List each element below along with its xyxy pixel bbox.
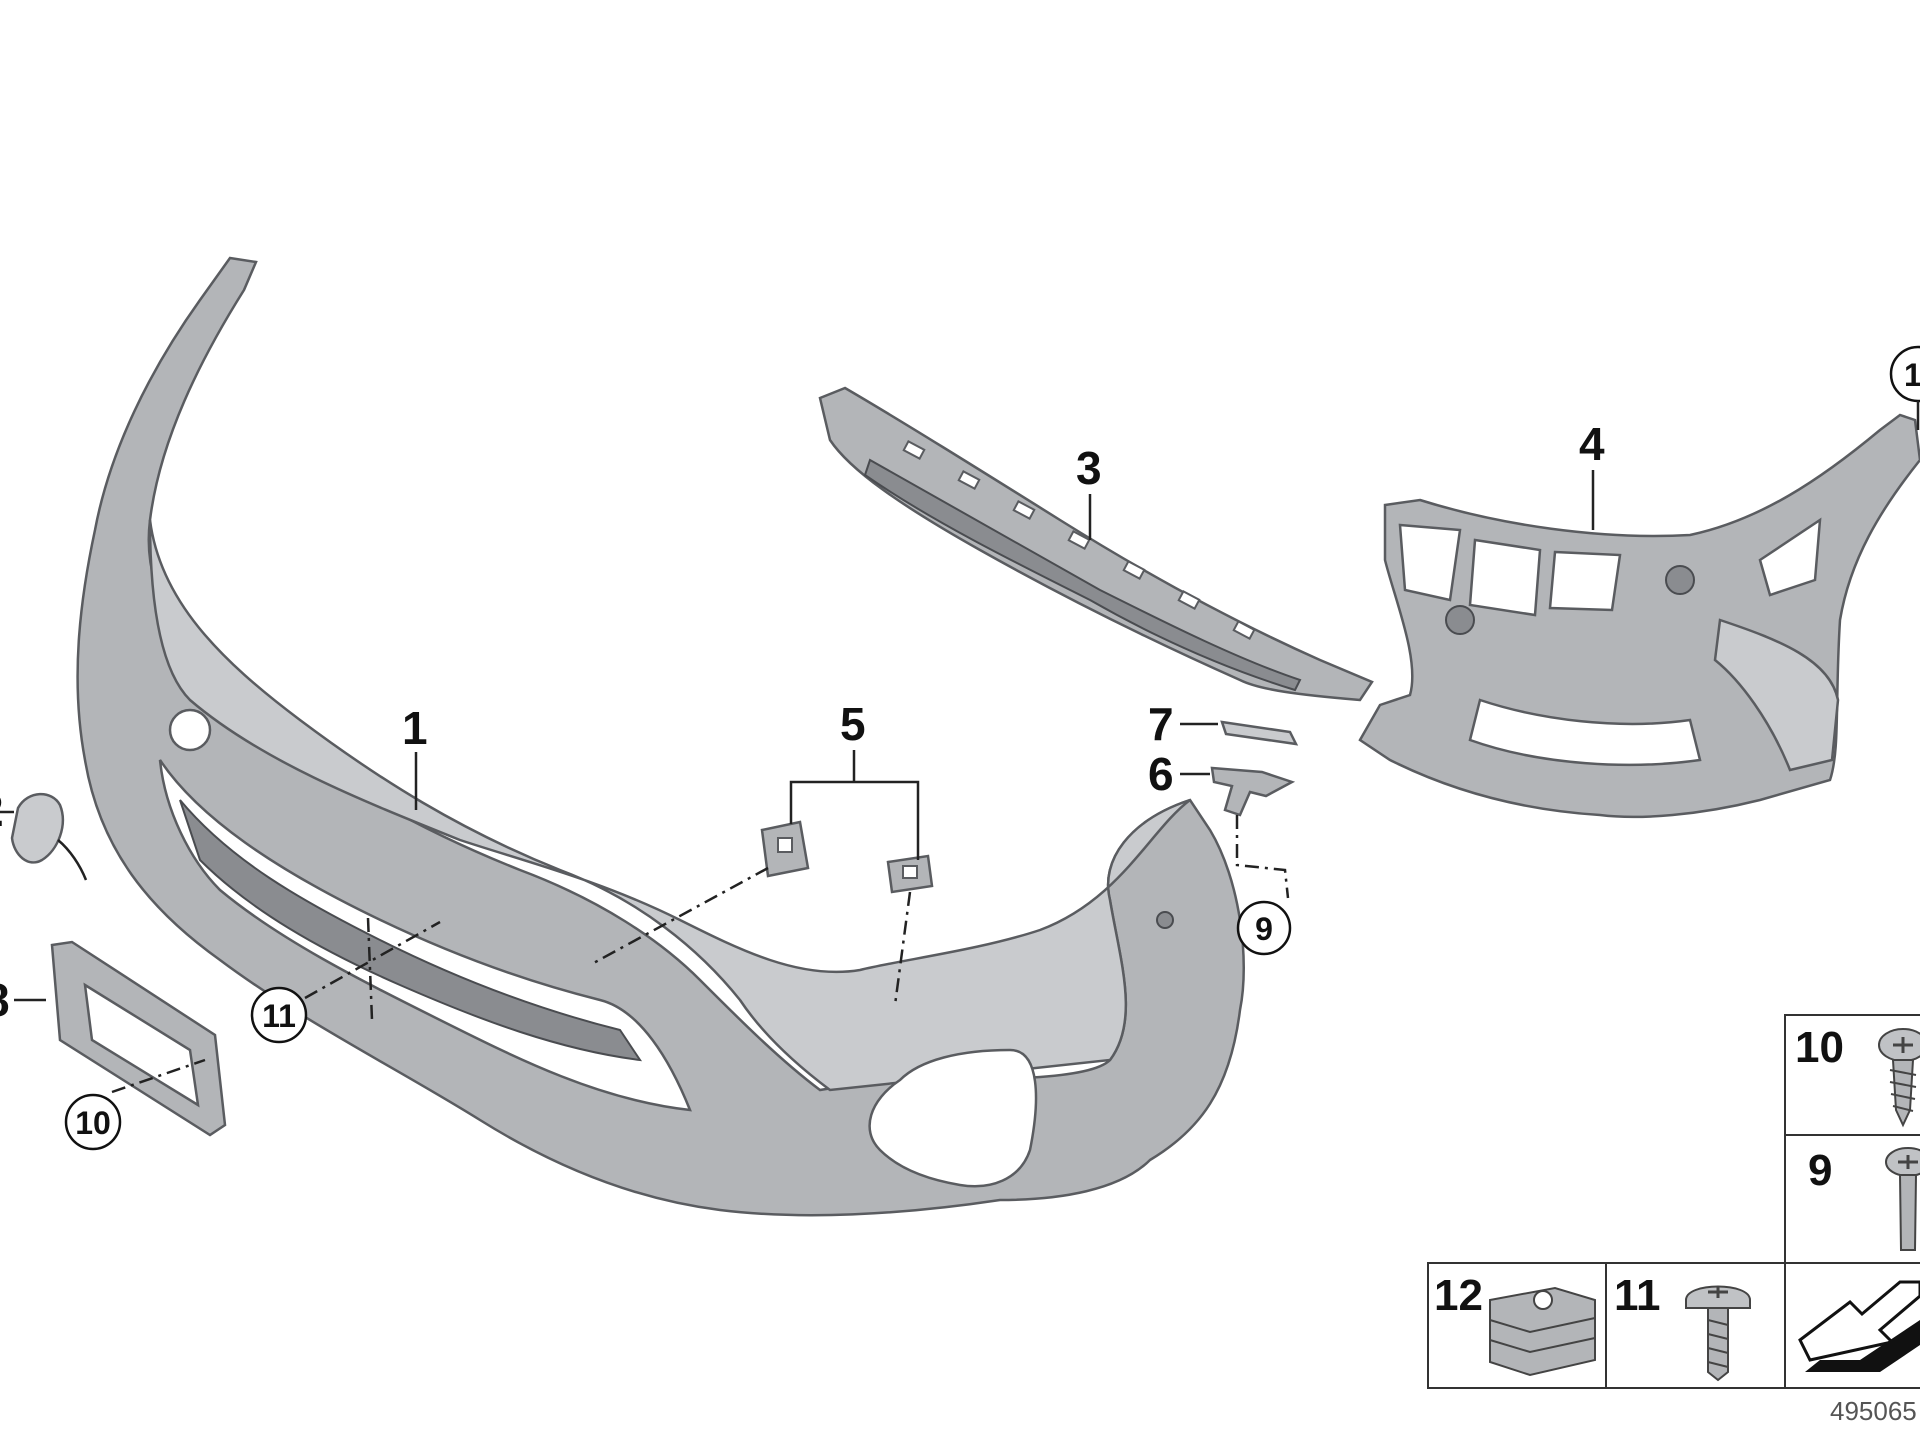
circled-callout-11: 11 [250, 986, 308, 1044]
callout-5: 5 [840, 698, 866, 750]
circled-callout-9-label: 9 [1255, 911, 1273, 947]
license-plate-base-part-8 [50, 940, 227, 1137]
bumper-cover-part-1 [76, 256, 1245, 1217]
callout-1: 1 [402, 702, 428, 754]
circled-callout-12-label: 12 [1904, 357, 1920, 393]
circled-callout-11-label: 11 [262, 998, 296, 1034]
carrier-bracket-part-4 [1358, 413, 1920, 819]
oval-head-screw-icon [1685, 1285, 1751, 1382]
screw-icon [1885, 1147, 1920, 1251]
installation-direction-icon [1798, 1280, 1920, 1372]
table-label-10: 10 [1795, 1023, 1844, 1072]
tow-hook-cover-part-2 [10, 792, 88, 881]
fastener-table: 10 9 12 11 [1427, 1014, 1920, 1389]
callout-labels: 1 3 4 5 7 6 8 2 [0, 418, 1605, 1026]
callout-4: 4 [1579, 418, 1605, 470]
bracket-part-6 [1210, 766, 1296, 817]
callout-2: 2 [0, 784, 4, 836]
diagram-id: 495065 [1830, 1396, 1917, 1426]
table-label-12: 12 [1434, 1271, 1483, 1320]
table-label-11: 11 [1614, 1271, 1661, 1320]
callout-6: 6 [1148, 748, 1174, 800]
leader-lines [0, 470, 1595, 1094]
clip-part-5-right [886, 854, 934, 894]
table-cell-11 [1605, 1262, 1786, 1389]
callout-8: 8 [0, 974, 10, 1026]
callout-3: 3 [1076, 442, 1102, 494]
circled-callout-10: 10 [64, 1093, 122, 1151]
circled-callout-12-partial: 12 [1889, 345, 1920, 430]
self-tapping-screw-icon [1878, 1028, 1920, 1128]
spring-nut-icon [1489, 1286, 1596, 1377]
bracket-part-7 [1220, 720, 1299, 746]
circled-callout-10-label: 10 [75, 1105, 111, 1141]
bumper-support-part-3 [818, 386, 1374, 702]
clip-part-5-left [760, 820, 810, 878]
callout-7: 7 [1148, 698, 1174, 750]
table-label-9: 9 [1808, 1146, 1832, 1195]
circled-callout-9: 9 [1236, 900, 1292, 956]
